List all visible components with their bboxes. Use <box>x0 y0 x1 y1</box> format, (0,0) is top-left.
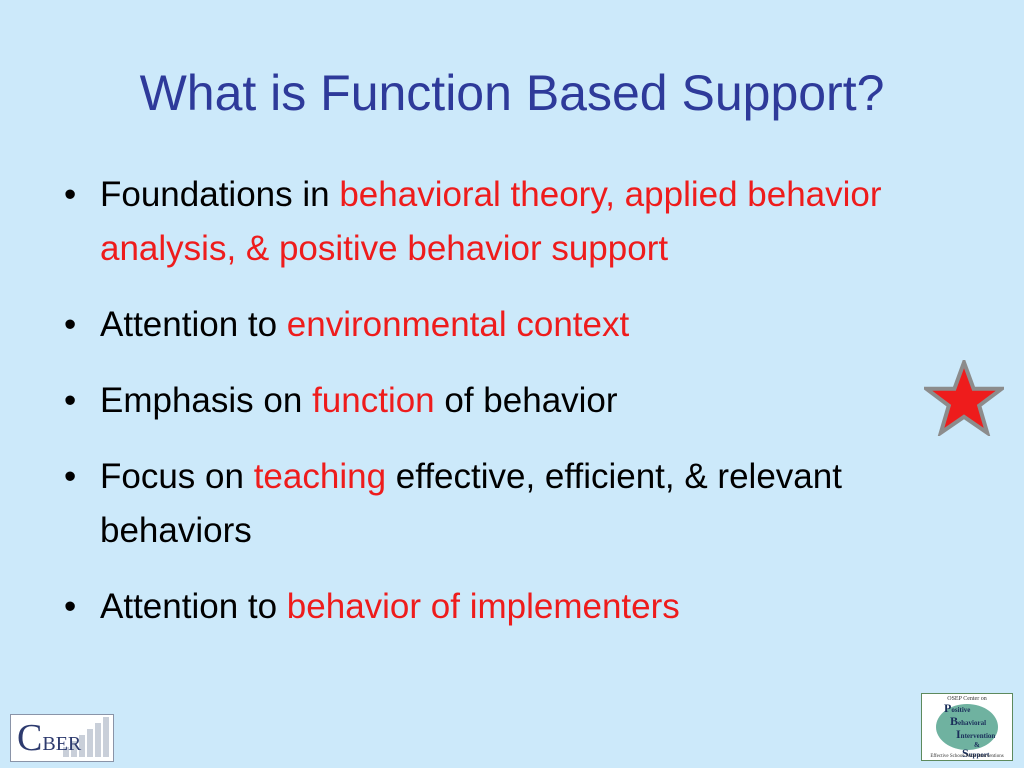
bullet-text-rest: effective, efficient, & relevant behavio… <box>100 457 842 550</box>
bullet-highlight: environmental context <box>286 305 630 344</box>
slide-title: What is Function Based Support? <box>139 65 885 121</box>
bullet-item: Focus on teaching effective, efficient, … <box>60 450 960 558</box>
bullet-text: Emphasis on <box>100 381 313 420</box>
bullet-item: Attention to behavior of implementers <box>60 580 960 634</box>
bullet-highlight: teaching <box>253 457 387 496</box>
star-icon <box>924 360 1004 436</box>
bullet-text: Attention to <box>100 587 287 626</box>
logo-bars <box>63 717 109 757</box>
bullet-highlight: behavioral theory, applied behavior anal… <box>100 175 882 268</box>
bullet-item: Foundations in behavioral theory, applie… <box>60 168 960 276</box>
bullet-text: Focus on <box>100 457 254 496</box>
bullet-highlight: function <box>312 381 435 420</box>
pbis-logo-letters: Positive Behavioral Intervention & Suppo… <box>944 701 996 760</box>
bullet-list: Foundations in behavioral theory, applie… <box>60 168 960 656</box>
pbis-logo-circle <box>936 704 998 750</box>
bullet-item: Emphasis on function of behavior <box>60 374 960 428</box>
bullet-text-rest: of behavior <box>434 381 618 420</box>
bullet-item: Attention to environmental context <box>60 298 960 352</box>
bullet-text: Attention to <box>100 305 287 344</box>
pbis-logo: OSEP Center on Positive Behavioral Inter… <box>921 693 1013 761</box>
cber-logo-text: CBER <box>17 717 82 759</box>
pbis-logo-bottom: Effective School-Wide Interventions <box>930 754 1004 759</box>
pbis-logo-top: OSEP Center on <box>947 696 987 702</box>
cber-logo: CBER <box>10 714 114 762</box>
bullet-text: Foundations in <box>100 175 340 214</box>
bullet-highlight: behavior of implementers <box>286 587 680 626</box>
